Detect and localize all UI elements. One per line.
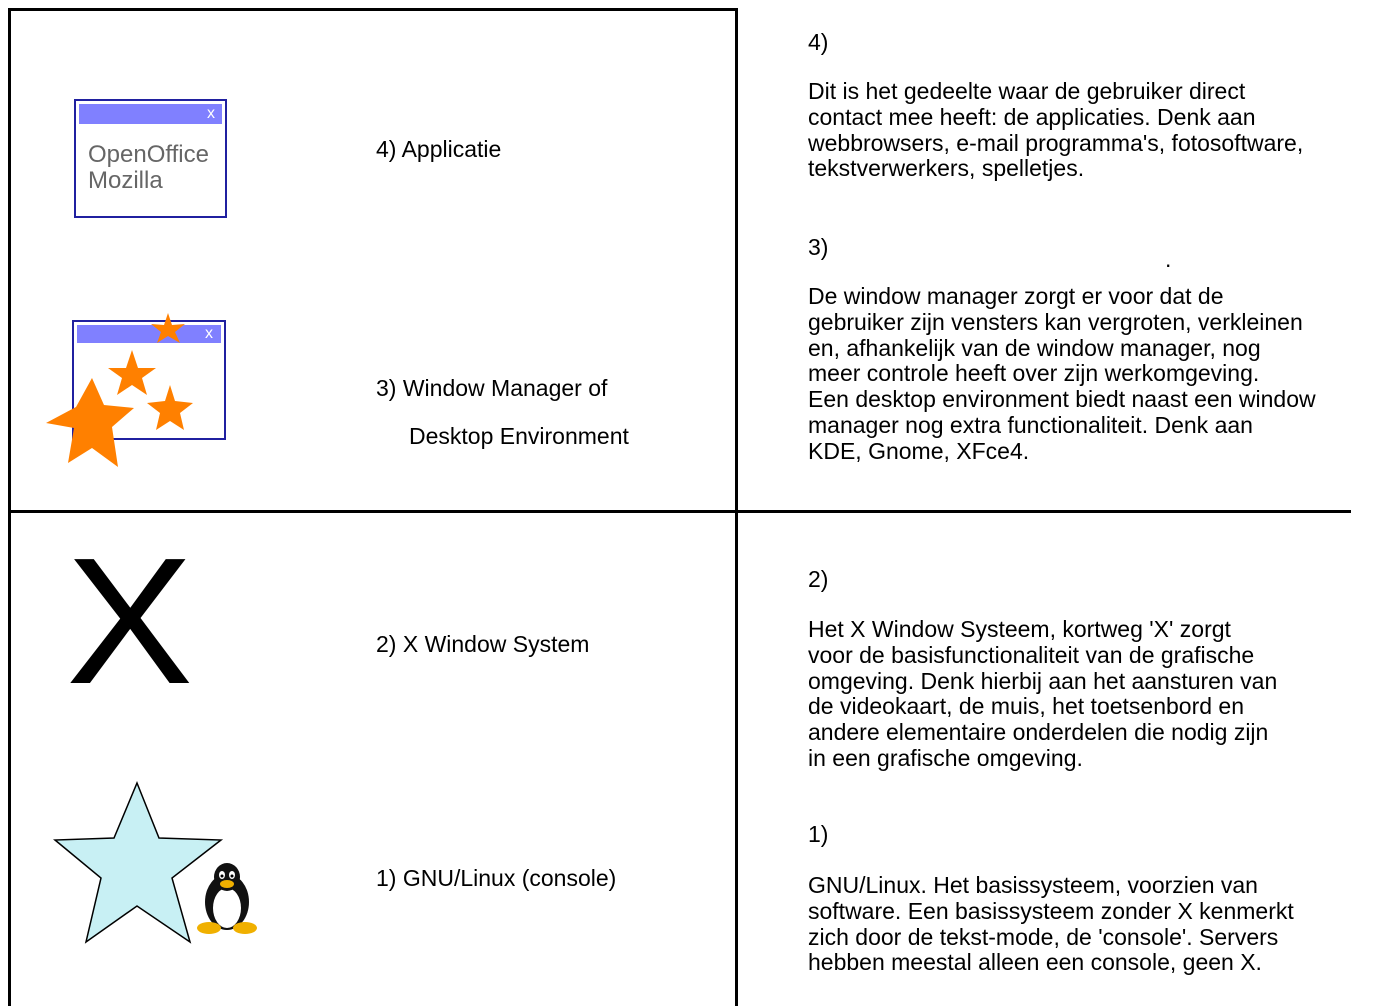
frame-center-divider [735, 8, 738, 1006]
layer-description-window-manager: De window manager zorgt er voor dat de g… [808, 283, 1316, 464]
tux-penguin-icon [197, 863, 257, 934]
layer-description-x-window-system: Het X Window Systeem, kortweg 'X' zorgt … [808, 616, 1278, 771]
star-medium-center [108, 350, 156, 395]
window-titlebar [79, 104, 222, 124]
frame-top-border [8, 8, 738, 11]
layer-number-3: 3) [808, 234, 829, 260]
layer-label-window-manager-line2: Desktop Environment [409, 423, 629, 449]
star-medium-right [147, 385, 193, 430]
layer-description-application: Dit is het gedeelte waar de gebruiker di… [808, 78, 1304, 182]
orange-stars-icon [46, 313, 193, 467]
window-close-icon: x [205, 325, 213, 342]
layer-label-gnu-linux: 1) GNU/Linux (console) [376, 865, 617, 891]
app-name-mozilla: Mozilla [88, 167, 163, 194]
layer-label-x-window-system: 2) X Window System [376, 631, 590, 657]
stray-dot-mark: . [1165, 246, 1172, 272]
layer-number-2: 2) [808, 566, 829, 592]
frame-left-border [8, 8, 11, 1006]
layer-label-application: 4) Applicatie [376, 136, 502, 162]
window-close-icon: x [207, 105, 215, 122]
x-logo-icon: X [66, 521, 194, 722]
star-large-left [46, 378, 134, 467]
window-titlebar [77, 325, 221, 343]
layer-number-4: 4) [808, 29, 829, 55]
application-window-icon: x OpenOffice Mozilla [74, 99, 227, 218]
light-blue-star-icon [52, 781, 224, 944]
frame-horizontal-divider [8, 510, 1351, 513]
layer-label-window-manager-line1: 3) Window Manager of [376, 375, 608, 401]
layer-description-gnu-linux: GNU/Linux. Het basissysteem, voorzien va… [808, 872, 1294, 976]
star-small-top [151, 313, 185, 343]
app-name-openoffice: OpenOffice [88, 141, 209, 168]
layer-number-1: 1) [808, 821, 829, 847]
